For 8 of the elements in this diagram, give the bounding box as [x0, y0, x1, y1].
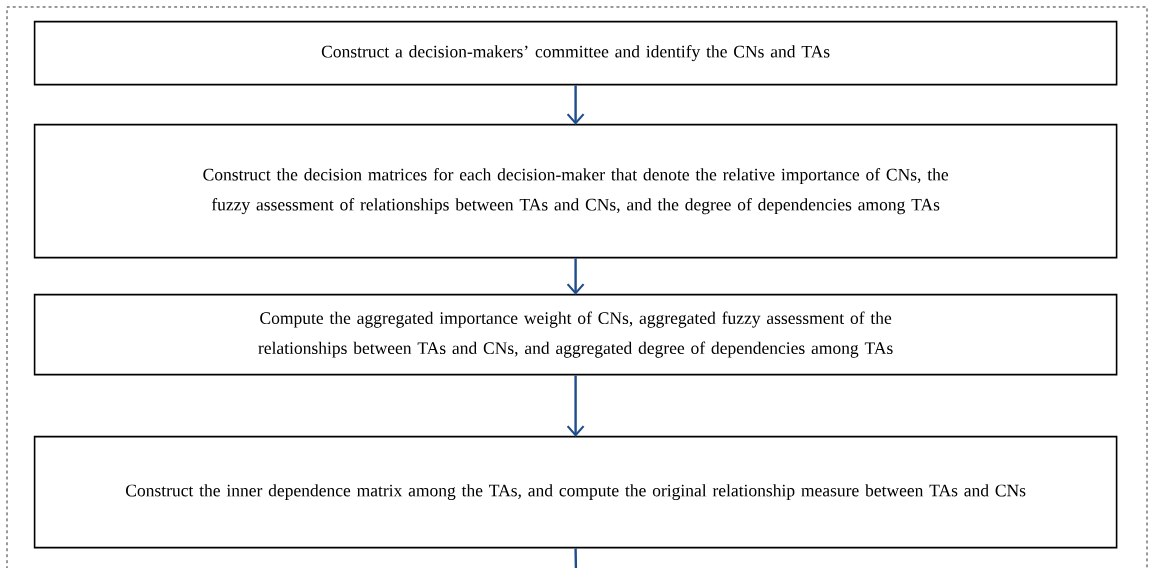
process-box: Compute the aggregated importance weight of CNs, aggregated fuzzy assessment of the relationships between TAs and CNs, and aggregated degree of dependencies among TAs [33, 293, 1118, 376]
process-box: Construct a decision-makers’ committee and identify the CNs and TAs [33, 20, 1118, 86]
arrow [566, 85, 585, 125]
process-box: Construct the decision matrices for each decision-maker that denote the relative importance of CNs, the fuzzy assessment of relationships between TAs and CNs, and the degree of dependencies among TAs [33, 123, 1118, 259]
arrow [566, 258, 585, 295]
process-box: Construct the inner dependence matrix among the TAs, and compute the original relationship measure between TAs and CNs [33, 435, 1118, 549]
dashed-frame [6, 6, 1148, 568]
arrow [566, 375, 585, 437]
